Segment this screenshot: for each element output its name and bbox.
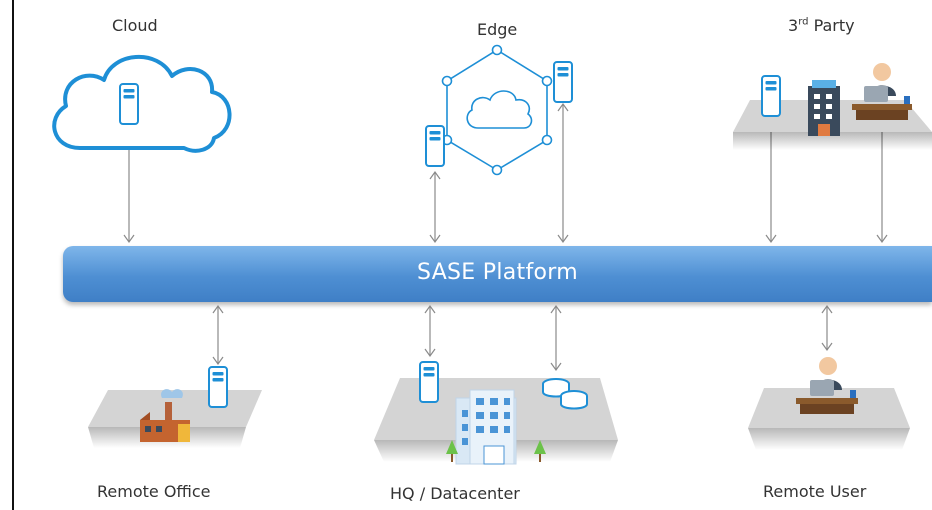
office-building-icon [808,80,840,136]
remote-office-label: Remote Office [97,482,211,501]
edge-hexagon-icon [441,44,553,176]
cloud-arrow-down [123,234,135,244]
edge-label: Edge [477,20,518,39]
cloud-icon [52,54,232,153]
database-icon [542,378,588,410]
cloud-server-icon [119,83,139,125]
remote-user-desk-icon [796,357,858,414]
factory-icon [140,389,190,442]
hq-datacenter-label: HQ / Datacenter [390,484,520,503]
left-border-line [12,0,14,510]
sase-platform-label: SASE Platform [417,260,578,285]
skyscraper-icon [446,389,546,465]
cloud-label: Cloud [112,16,158,35]
hq-server-icon [419,361,439,403]
sase-platform-bar: SASE Platform [63,246,932,302]
third-party-server-icon [761,75,781,117]
third-party-desk-user-icon [852,63,912,120]
third-party-label-sup: rd [798,16,809,28]
remote-office-server-icon [208,366,228,408]
remote-user-label: Remote User [763,482,867,501]
remote-user-tile [748,388,910,450]
third-party-label-prefix: 3 [788,16,799,35]
third-party-label: 3rd Party [788,16,855,35]
third-party-label-suffix: Party [808,16,855,35]
edge-left-server-icon [425,125,445,167]
edge-right-server-icon [553,61,573,103]
